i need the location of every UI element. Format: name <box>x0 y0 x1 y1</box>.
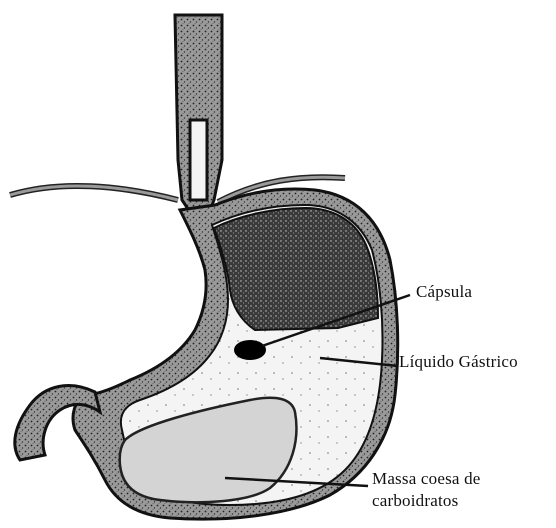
label-carb-mass-line2: carboidratos <box>372 490 481 512</box>
capsule-shape <box>234 340 266 360</box>
label-capsule: Cápsula <box>416 282 472 302</box>
label-carb-mass-line1: Massa coesa de <box>372 468 481 490</box>
fundus-dark-region <box>214 208 378 330</box>
label-gastric-liquid: Líquido Gástrico <box>399 352 518 372</box>
label-carb-mass: Massa coesa de carboidratos <box>372 468 481 512</box>
esophagus-lumen <box>190 120 207 200</box>
